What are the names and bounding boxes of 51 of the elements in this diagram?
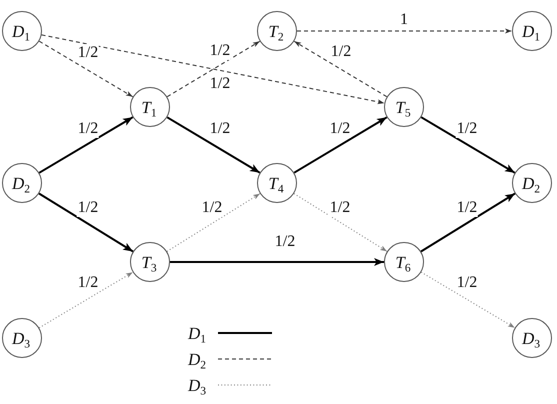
- node-circle: [257, 11, 297, 51]
- node-label: D$_{3}$: [522, 330, 542, 346]
- node-circle: [512, 11, 552, 51]
- node-circle: [2, 11, 42, 51]
- node-circle: [130, 87, 170, 127]
- node-circle: [130, 242, 170, 282]
- arrow: [41, 34, 385, 104]
- node-label: T$_{3}$: [141, 254, 158, 270]
- legend-label: D$_{3}$: [188, 376, 208, 394]
- arrow: [294, 116, 388, 174]
- node-circle: [2, 318, 42, 358]
- node-label: D$_{1}$: [12, 22, 32, 40]
- edge-label: 1/2: [76, 199, 100, 217]
- arrow: [294, 40, 388, 98]
- arrow: [166, 193, 260, 252]
- node-circle: [512, 318, 552, 358]
- node-label: T$_{1}$: [141, 98, 158, 116]
- node-label: D$_{2}$: [522, 174, 542, 192]
- node-label: D$_{3}$: [12, 330, 32, 346]
- node-circle: [512, 163, 552, 203]
- node-label: T$_{5}$: [395, 98, 412, 116]
- node-label: T$_{6}$: [395, 254, 412, 270]
- arrow: [38, 40, 134, 98]
- edge-label: 1/2: [328, 120, 352, 138]
- node-label: D$_{2}$: [12, 174, 32, 192]
- arrow: [38, 116, 134, 174]
- edge-label: 1/2: [208, 42, 232, 60]
- arrow: [166, 116, 260, 174]
- edge-label: 1/2: [328, 199, 352, 217]
- node-circle: [2, 163, 42, 203]
- edge-label: 1/2: [200, 199, 224, 217]
- arrow: [296, 28, 512, 34]
- node-circle: [384, 87, 424, 127]
- arrow: [420, 192, 516, 252]
- edge-label: 1/2: [76, 120, 100, 138]
- arrow: [294, 193, 388, 252]
- node-label: T$_{4}$: [268, 174, 285, 192]
- arrow: [420, 272, 516, 328]
- edge-label: 1/2: [456, 120, 478, 138]
- legend-label: D$_{1}$: [188, 324, 208, 342]
- node-label: D$_{1}$: [522, 22, 542, 40]
- edge-label: 1/2: [456, 199, 478, 217]
- node-circle: [384, 242, 424, 282]
- arrow: [38, 272, 134, 328]
- node-circle: [257, 163, 297, 203]
- arrow: [420, 116, 516, 174]
- arrow: [38, 192, 134, 252]
- arrow: [166, 40, 260, 98]
- node-label: T$_{2}$: [268, 22, 285, 40]
- arrow: [170, 258, 384, 266]
- legend-label: D$_{2}$: [188, 350, 208, 368]
